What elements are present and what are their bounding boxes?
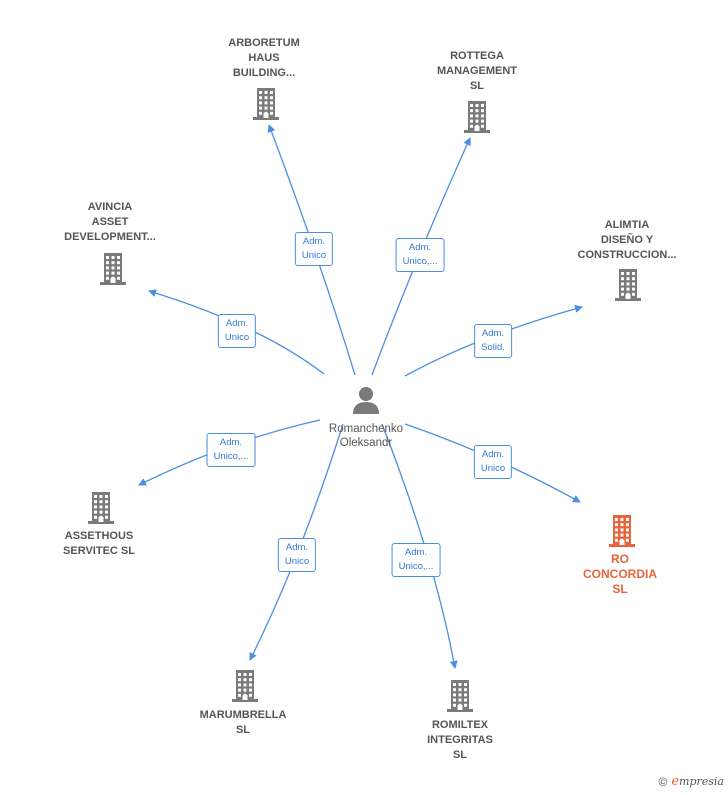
role-label-romiltex[interactable]: Adm. Unico,...: [391, 543, 441, 577]
building-icon[interactable]: [97, 251, 129, 290]
role-label-rottega[interactable]: Adm. Unico,...: [395, 238, 445, 272]
company-label-assethous[interactable]: ASSETHOUS SERVITEC SL: [63, 530, 135, 557]
role-label-arboretum[interactable]: Adm. Unico: [294, 232, 334, 266]
company-label-arboretum[interactable]: ARBORETUM HAUS BUILDING...: [228, 37, 300, 79]
building-icon[interactable]: [461, 99, 493, 138]
role-label-avincia[interactable]: Adm. Unico: [217, 314, 257, 348]
brand-logo[interactable]: empresia: [671, 774, 724, 789]
building-icon[interactable]: [444, 678, 476, 717]
role-label-ro-concordia[interactable]: Adm. Unico: [473, 445, 513, 479]
person-icon[interactable]: [351, 385, 381, 420]
role-label-alimtia[interactable]: Adm. Solid.: [474, 324, 512, 358]
role-label-marumbrella[interactable]: Adm. Unico: [277, 538, 317, 572]
building-icon[interactable]: [250, 86, 282, 125]
company-label-avincia[interactable]: AVINCIA ASSET DEVELOPMENT...: [64, 201, 156, 243]
company-label-rottega[interactable]: ROTTEGA MANAGEMENT SL: [436, 50, 518, 92]
building-icon[interactable]: [612, 267, 644, 306]
company-label-romiltex[interactable]: ROMILTEX INTEGRITAS SL: [427, 719, 493, 761]
company-label-marumbrella[interactable]: MARUMBRELLA SL: [199, 709, 287, 736]
building-icon[interactable]: [229, 668, 261, 707]
footer-credit: © empresia: [658, 774, 724, 789]
copyright-symbol: ©: [658, 774, 668, 789]
company-label-ro-concordia[interactable]: RO CONCORDIA SL: [583, 552, 657, 596]
building-icon[interactable]: [85, 490, 117, 529]
person-name[interactable]: Romanchenko Oleksandr: [328, 423, 404, 449]
building-icon[interactable]: [606, 513, 638, 552]
company-label-alimtia[interactable]: ALIMTIA DISEÑO Y CONSTRUCCION...: [577, 219, 677, 261]
role-label-assethous[interactable]: Adm. Unico,...: [206, 433, 256, 467]
